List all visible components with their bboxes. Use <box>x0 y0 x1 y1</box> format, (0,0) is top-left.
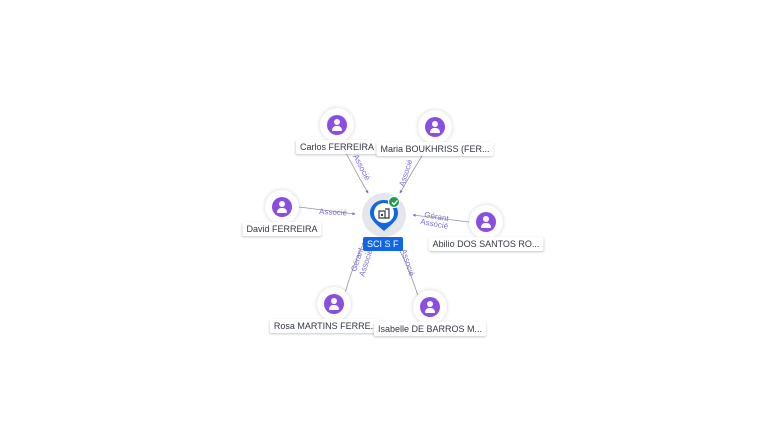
edge-rosa <box>344 241 365 294</box>
person-label-rosa[interactable]: Rosa MARTINS FERRE... <box>269 319 383 333</box>
person-icon <box>327 115 347 135</box>
building-icon <box>378 208 390 219</box>
person-label-abilio[interactable]: Abilio DOS SANTOS RO... <box>428 237 544 251</box>
person-icon <box>420 297 440 317</box>
person-node-david[interactable] <box>265 190 299 224</box>
edge-abilio <box>412 213 470 223</box>
person-label-isabelle[interactable]: Isabelle DE BARROS M... <box>373 322 487 336</box>
person-icon <box>324 294 344 314</box>
edge-label-abilio-1: Gérant <box>424 210 450 223</box>
edge-label-isabelle: Associé <box>399 248 416 278</box>
person-icon <box>476 212 496 232</box>
person-icon <box>425 117 445 137</box>
person-node-abilio[interactable] <box>469 205 503 239</box>
person-node-maria[interactable] <box>418 110 452 144</box>
person-label-maria[interactable]: Maria BOUKHRISS (FER... <box>376 142 494 156</box>
edge-label-david: Associé <box>319 207 348 217</box>
person-label-david[interactable]: David FERREIRA <box>242 222 322 236</box>
person-node-carlos[interactable] <box>320 108 354 142</box>
person-node-rosa[interactable] <box>317 287 351 321</box>
company-label[interactable]: SCI S F <box>363 237 403 251</box>
edge-label-carlos: Associé <box>351 153 372 183</box>
check-badge-icon <box>388 196 400 208</box>
person-label-carlos[interactable]: Carlos FERREIRA <box>295 140 379 154</box>
person-icon <box>272 197 292 217</box>
person-node-isabelle[interactable] <box>413 290 447 324</box>
edge-david <box>298 206 356 216</box>
